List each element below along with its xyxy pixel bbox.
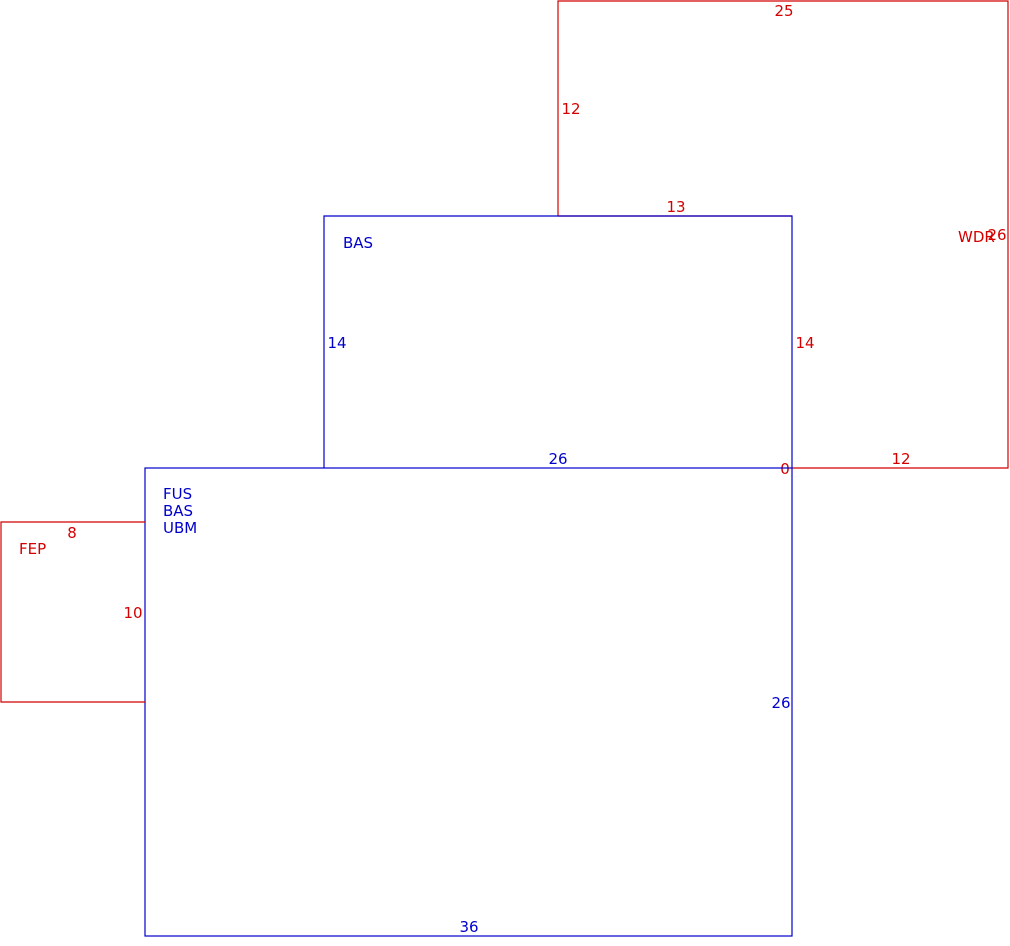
bas-upper-outline <box>323 215 793 468</box>
main-block-area: FUS BAS UBM 26 36 <box>144 467 793 937</box>
wdr-label: WDR <box>958 228 995 246</box>
wdr-top-dimension: 25 <box>774 2 793 20</box>
wdr-inner-left-dimension: 14 <box>795 334 814 352</box>
main-block-outline <box>144 467 793 937</box>
bas-upper-bottom-dimension: 26 <box>548 450 567 468</box>
main-block-label-1: FUS <box>163 485 192 503</box>
bas-upper-label: BAS <box>343 234 373 252</box>
wdr-area: 25 12 13 WDR 26 14 12 0 <box>557 0 1009 478</box>
bas-upper-area: BAS 14 26 <box>323 215 793 468</box>
fep-right-dimension: 10 <box>123 604 142 622</box>
main-block-label-2: BAS <box>163 502 193 520</box>
wdr-corner-dimension: 0 <box>780 460 790 478</box>
fep-outline <box>0 521 145 703</box>
fep-label: FEP <box>19 540 46 558</box>
wdr-bottom-dimension: 12 <box>891 450 910 468</box>
wdr-inner-top-dimension: 13 <box>666 198 685 216</box>
main-block-bottom-dimension: 36 <box>459 918 478 936</box>
wdr-left-dimension: 12 <box>561 100 580 118</box>
wdr-outline <box>557 0 1009 469</box>
fep-top-dimension: 8 <box>67 524 77 542</box>
bas-upper-left-dimension: 14 <box>327 334 346 352</box>
main-block-right-dimension: 26 <box>771 694 790 712</box>
wdr-right-dimension: 26 <box>987 226 1006 244</box>
fep-area: 8 FEP 10 <box>0 521 145 703</box>
main-block-label-3: UBM <box>163 519 197 537</box>
